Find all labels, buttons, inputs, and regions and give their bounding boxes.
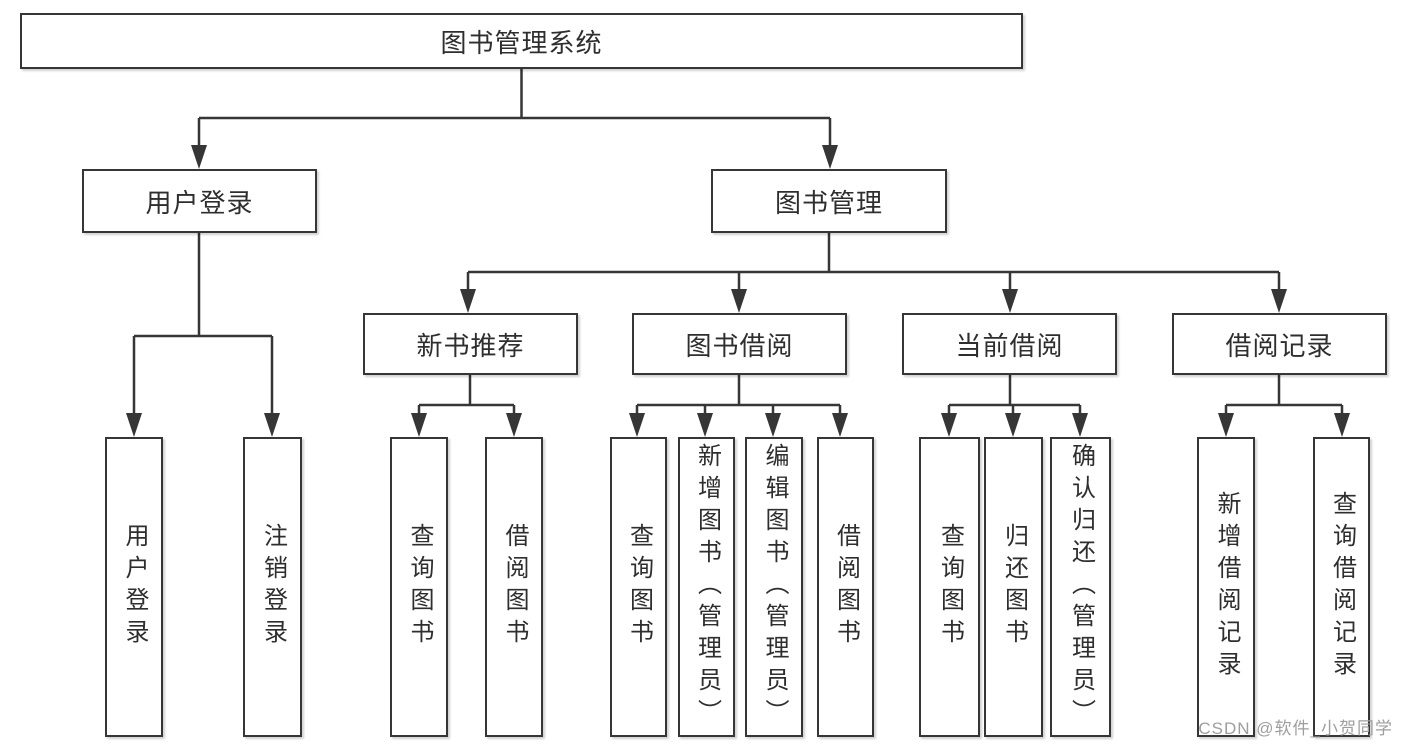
connector-borrowing-records-branch xyxy=(1224,375,1344,416)
node-user-login: 用户登录 xyxy=(82,169,317,233)
arrowhead xyxy=(264,413,280,437)
connector-user-login-branch xyxy=(132,233,274,416)
leaf-user-login: 用户登录 xyxy=(105,437,163,737)
leaf-borrow-borrow-books-label: 借阅图书 xyxy=(832,523,860,651)
leaf-current-return-books: 归还图书 xyxy=(984,437,1043,737)
arrowhead xyxy=(697,413,713,437)
arrowhead xyxy=(1072,413,1088,437)
arrowhead xyxy=(506,413,522,437)
node-current-borrowing: 当前借阅 xyxy=(902,313,1117,375)
arrowhead xyxy=(941,413,957,437)
leaf-borrow-add-books-admin: 新增图书（管理员） xyxy=(678,437,735,737)
arrowhead xyxy=(1271,289,1287,313)
node-current-borrowing-label: 当前借阅 xyxy=(955,330,1064,361)
leaf-newbook-borrow-books: 借阅图书 xyxy=(485,437,543,737)
node-book-management-label: 图书管理 xyxy=(774,187,883,218)
node-borrowing-records-label: 借阅记录 xyxy=(1225,330,1334,361)
leaf-borrow-edit-books-admin: 编辑图书（管理员） xyxy=(745,437,803,737)
leaf-borrow-add-books-admin-label: 新增图书（管理员） xyxy=(693,443,721,731)
leaf-records-query-record-label: 查询借阅记录 xyxy=(1328,491,1356,683)
leaf-borrow-borrow-books: 借阅图书 xyxy=(817,437,874,737)
connector-current-borrowing-branch xyxy=(947,375,1082,416)
arrowhead xyxy=(822,145,838,169)
node-library-system-label: 图书管理系统 xyxy=(440,27,603,58)
leaf-current-confirm-return-admin-label: 确认归还（管理员） xyxy=(1067,443,1095,731)
leaf-current-return-books-label: 归还图书 xyxy=(1000,523,1028,651)
leaf-newbook-borrow-books-label: 借阅图书 xyxy=(501,523,528,651)
arrowhead xyxy=(1218,413,1234,437)
leaf-logout: 注销登录 xyxy=(243,437,302,737)
arrowhead xyxy=(629,413,645,437)
leaf-borrow-edit-books-admin-label: 编辑图书（管理员） xyxy=(761,443,788,731)
leaf-newbook-query-books: 查询图书 xyxy=(390,437,448,737)
leaf-borrow-query-books-label: 查询图书 xyxy=(625,523,653,651)
leaf-newbook-query-books-label: 查询图书 xyxy=(406,523,433,651)
arrowhead xyxy=(1005,413,1021,437)
arrowhead xyxy=(832,413,848,437)
arrowhead xyxy=(460,289,476,313)
node-book-borrowing: 图书借阅 xyxy=(632,313,847,375)
leaf-records-add-record-label: 新增借阅记录 xyxy=(1213,491,1240,683)
arrowhead xyxy=(1002,289,1018,313)
node-book-borrowing-label: 图书借阅 xyxy=(685,330,794,361)
csdn-watermark: CSDN @软件_小贺同学 xyxy=(1198,719,1393,738)
arrowhead xyxy=(731,289,747,313)
arrowhead xyxy=(765,413,781,437)
leaf-user-login-label: 用户登录 xyxy=(121,523,148,651)
node-borrowing-records: 借阅记录 xyxy=(1172,313,1387,375)
node-library-system: 图书管理系统 xyxy=(20,13,1023,69)
connector-root-to-level2 xyxy=(197,69,832,148)
arrowhead xyxy=(191,145,207,169)
leaf-current-confirm-return-admin: 确认归还（管理员） xyxy=(1050,437,1111,737)
leaf-logout-label: 注销登录 xyxy=(259,523,287,651)
leaf-current-query-books: 查询图书 xyxy=(919,437,980,737)
connector-book-borrowing-branch xyxy=(635,375,842,416)
node-new-book-recommend-label: 新书推荐 xyxy=(416,330,525,361)
connector-book-management-branch xyxy=(466,233,1281,292)
arrowhead xyxy=(1334,413,1350,437)
leaf-records-query-record: 查询借阅记录 xyxy=(1313,437,1370,737)
node-user-login-label: 用户登录 xyxy=(145,187,254,218)
leaf-current-query-books-label: 查询图书 xyxy=(936,523,964,651)
arrowhead xyxy=(411,413,427,437)
arrowhead xyxy=(126,413,142,437)
node-book-management: 图书管理 xyxy=(711,169,947,233)
leaf-records-add-record: 新增借阅记录 xyxy=(1197,437,1255,737)
node-new-book-recommend: 新书推荐 xyxy=(363,313,578,375)
leaf-borrow-query-books: 查询图书 xyxy=(610,437,667,737)
connector-new-book-branch xyxy=(417,375,516,416)
